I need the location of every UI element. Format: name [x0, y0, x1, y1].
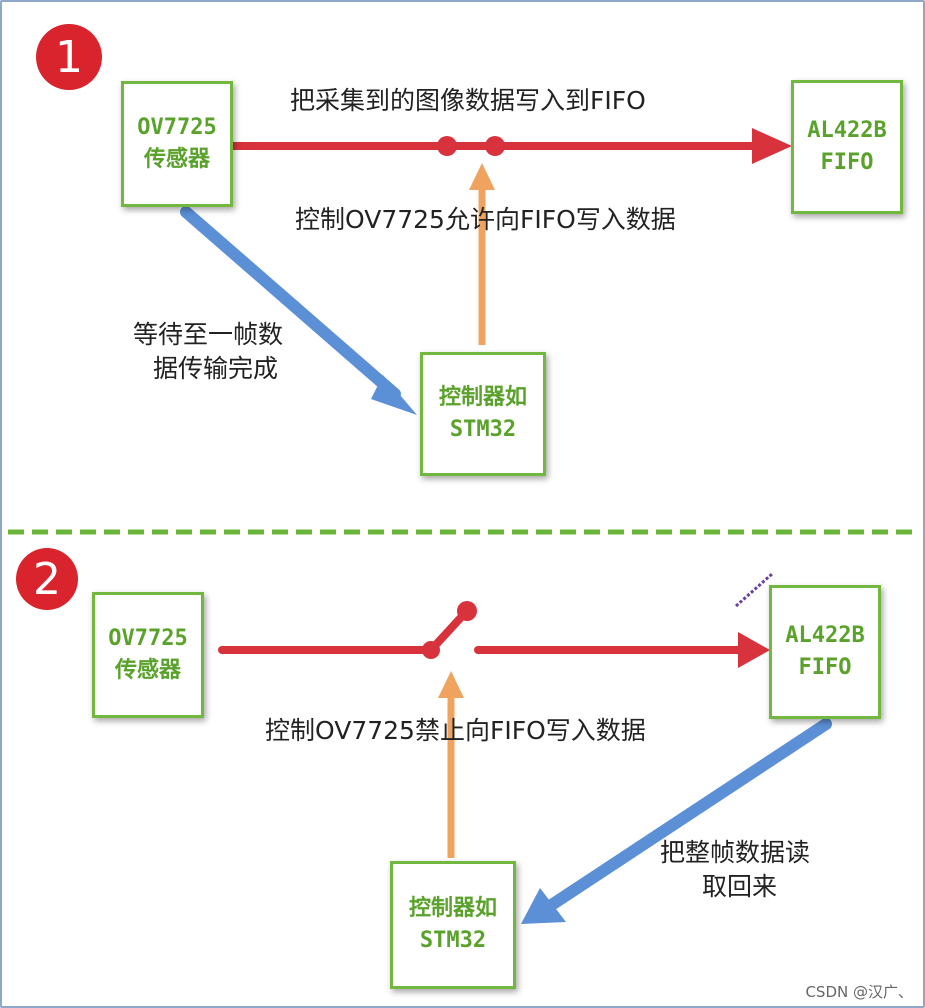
- wait-frame-label: 等待至一帧数 据传输完成: [133, 318, 283, 386]
- al422b-fifo-box-2: AL422B FIFO: [769, 585, 881, 719]
- wait-label-line2: 据传输完成: [153, 354, 279, 383]
- read-arrow-head: [521, 888, 566, 924]
- wait-arrow-line: [180, 206, 401, 400]
- step-1-badge: 1: [36, 24, 102, 90]
- write-label: 把采集到的图像数据写入到FIFO: [290, 86, 646, 115]
- controller-label-2: 控制器如: [408, 896, 497, 921]
- sensor-model-2: OV7725: [108, 626, 188, 651]
- controller-model-2: STM32: [419, 928, 487, 953]
- sensor-label: 传感器: [143, 147, 210, 172]
- stm32-controller-box: 控制器如 STM32: [420, 352, 546, 476]
- step-2-number: 2: [33, 553, 61, 605]
- write-arrow-head: [752, 128, 792, 164]
- step-2-badge: 2: [16, 548, 78, 610]
- ov7725-sensor-box: OV7725 传感器: [121, 81, 233, 207]
- fifo-model-2: AL422B: [785, 623, 865, 648]
- fifo-label: FIFO: [820, 150, 874, 175]
- allow-arrow-head: [469, 163, 495, 190]
- pen-mark: [735, 572, 773, 608]
- ov7725-sensor-box-2: OV7725 传感器: [92, 592, 204, 718]
- controller-model: STM32: [449, 417, 517, 442]
- switch-contact-right: [485, 136, 505, 156]
- al422b-fifo-box: AL422B FIFO: [791, 80, 903, 214]
- watermark: CSDN @汉广、: [805, 983, 913, 1001]
- sensor-label-2: 传感器: [114, 658, 181, 683]
- switch-lever-tip: [457, 601, 477, 621]
- read-label-line1: 把整帧数据读: [660, 838, 811, 867]
- stm32-controller-box-2: 控制器如 STM32: [390, 861, 516, 989]
- switch-contact-left: [437, 136, 457, 156]
- forbid-write-label: 控制OV7725禁止向FIFO写入数据: [265, 716, 646, 745]
- sensor-model: OV7725: [137, 115, 217, 140]
- read-label-line2: 取回来: [702, 872, 778, 901]
- fifo-label-2: FIFO: [798, 655, 852, 680]
- forbid-arrow-head: [438, 671, 464, 698]
- open-line-arrow-head: [738, 632, 770, 668]
- switch-lever: [427, 608, 470, 654]
- wait-arrow-head: [371, 375, 417, 415]
- fifo-model: AL422B: [807, 118, 887, 143]
- read-arrow-line: [544, 718, 832, 912]
- step-1-number: 1: [55, 31, 83, 83]
- controller-label: 控制器如: [438, 385, 527, 410]
- read-frame-label: 把整帧数据读 取回来: [660, 836, 810, 904]
- wait-label-line1: 等待至一帧数: [133, 320, 284, 349]
- allow-write-label: 控制OV7725允许向FIFO写入数据: [295, 205, 676, 234]
